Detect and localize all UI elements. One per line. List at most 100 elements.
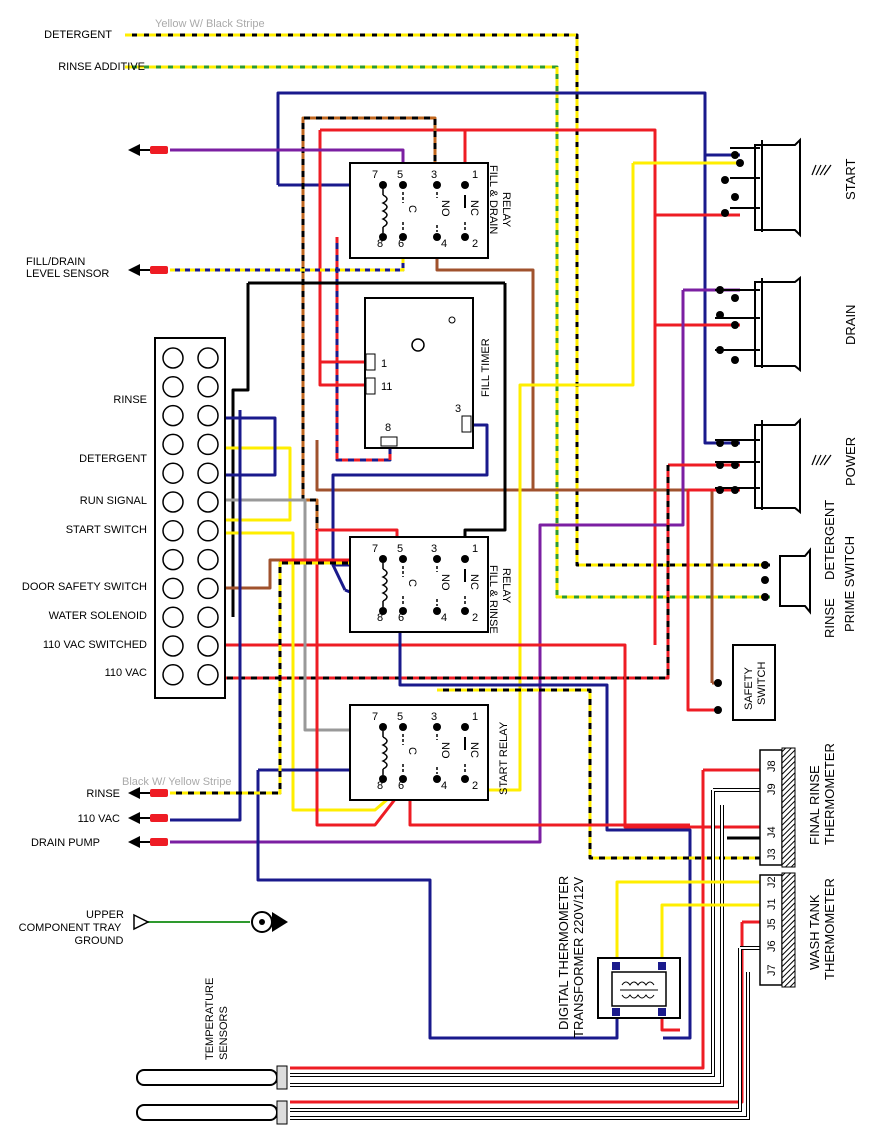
connector-plug (150, 146, 168, 154)
timer-pin-8: 8 (385, 422, 391, 434)
relay-pin-label: 3 (431, 711, 437, 723)
label-rinse-out: RINSE (86, 788, 120, 800)
thermometer-pin-label: J5 (766, 918, 778, 930)
terminal-socket (197, 520, 219, 542)
terminal-socket (162, 606, 184, 628)
relay-pin-label: 5 (397, 543, 403, 555)
relay-terminal (399, 181, 407, 189)
terminal-socket (197, 404, 219, 427)
terminal-socket (197, 376, 219, 398)
power-switch (754, 417, 801, 515)
label-transformer-1: DIGITAL THERMOMETER (556, 876, 571, 1030)
thermometer-pin-label: J8 (766, 760, 778, 772)
relay-terminal (379, 607, 387, 615)
relay-terminal (433, 607, 441, 615)
label-temp-1: TEMPERATURE (204, 978, 216, 1060)
switch-terminal (761, 561, 769, 569)
thermometer-pin-label: J7 (766, 964, 778, 976)
label-ground-3: GROUND (75, 935, 124, 947)
thermometer-pin-label: J1 (766, 898, 778, 910)
terminal-label: DETERGENT (79, 453, 147, 465)
timer-pin-11: 11 (381, 381, 392, 393)
prime-switch (779, 547, 811, 615)
relay-coil (381, 736, 388, 770)
label-detergent: DETERGENT (44, 29, 112, 41)
label-safety-1: SAFETY (743, 667, 755, 710)
terminal-block (154, 337, 226, 699)
connector-plug (150, 789, 168, 797)
relay-terminal (399, 233, 407, 241)
label-rinse-switch: RINSE (822, 598, 837, 638)
terminal-socket (162, 376, 184, 398)
terminal-socket (162, 491, 184, 513)
labels: Yellow W/ Black Stripe Black W/ Yellow S… (19, 18, 858, 1060)
connector-arrow (128, 812, 140, 824)
label-wash-tank-2: THERMOMETER (822, 878, 837, 980)
relay-terminal (399, 607, 407, 615)
label-drain-switch: DRAIN (843, 305, 858, 345)
drain-switch (754, 275, 801, 373)
switch-terminal (714, 706, 722, 714)
relay-terminal (433, 775, 441, 783)
terminal-socket (162, 520, 184, 542)
label-transformer-2: TRANSFORMER 220V/12V (571, 877, 586, 1038)
label-power-switch: POWER (843, 437, 858, 486)
start-relay (349, 704, 489, 801)
connector-arrow (128, 144, 140, 156)
terminal-socket (197, 548, 219, 571)
relay-pin-label: 5 (397, 711, 403, 723)
relay-contact-label: NC (468, 200, 480, 216)
switch-terminal (731, 294, 739, 302)
relay-pin-label: 8 (377, 612, 383, 624)
label-start-switch: START (843, 159, 858, 200)
relay-terminal (379, 775, 387, 783)
terminal-socket (162, 635, 184, 657)
switch-terminal (721, 209, 729, 217)
thermometer-pin-label: J6 (766, 940, 778, 952)
connector-plug (150, 266, 168, 274)
connector-arrow (128, 787, 140, 799)
indicator-ray (815, 454, 822, 466)
relay-pin-label: 5 (397, 169, 403, 181)
detergent-wire-color: Yellow W/ Black Stripe (155, 18, 265, 30)
terminal-socket (197, 462, 219, 484)
relay-terminal (461, 775, 469, 783)
terminal-socket (162, 462, 184, 484)
label-wash-tank-1: WASH TANK (807, 894, 822, 970)
relay-terminal (461, 607, 469, 615)
relay-pin-label: 6 (398, 612, 404, 624)
label-110vac-out: 110 VAC (78, 813, 120, 825)
label-temp-2: SENSORS (218, 1006, 230, 1060)
terminal-socket (197, 491, 219, 513)
thermometer-pin-label: J4 (766, 826, 778, 838)
switch-terminal (736, 159, 744, 167)
relay-terminal (379, 723, 387, 731)
switch-terminal (721, 176, 729, 184)
relay-contact-label: NO (439, 574, 451, 591)
relay-contact-label: NO (439, 200, 451, 217)
relay-pin-label: 4 (441, 238, 447, 250)
label-ground-2: COMPONENT TRAY (19, 922, 122, 934)
relay-terminal (461, 181, 469, 189)
relay-contact-label: C (406, 205, 418, 213)
terminal-label: 110 VAC SWITCHED (43, 639, 147, 651)
temperature-probe-1 (136, 1065, 288, 1090)
relay-contact-label: NC (468, 574, 480, 590)
relay-pin-label: 2 (472, 612, 478, 624)
label-fill-timer: FILL TIMER (480, 338, 492, 397)
thermometer-pin-label: J3 (766, 848, 778, 860)
relay-coil (381, 568, 388, 602)
label-detergent-switch: DETERGENT (822, 500, 837, 580)
switch-terminal (761, 576, 769, 584)
relay-terminal (461, 723, 469, 731)
relay-pin-label: 3 (431, 543, 437, 555)
relay-pin-label: 1 (472, 711, 478, 723)
indicator-ray (815, 164, 822, 176)
connector-arrow (128, 264, 140, 276)
fill-drain-relay (349, 162, 489, 259)
relay-pin-label: 8 (377, 238, 383, 250)
relay-pin-label: 6 (398, 238, 404, 250)
relay-pin-label: 7 (372, 543, 378, 555)
switch-terminal (761, 593, 769, 601)
